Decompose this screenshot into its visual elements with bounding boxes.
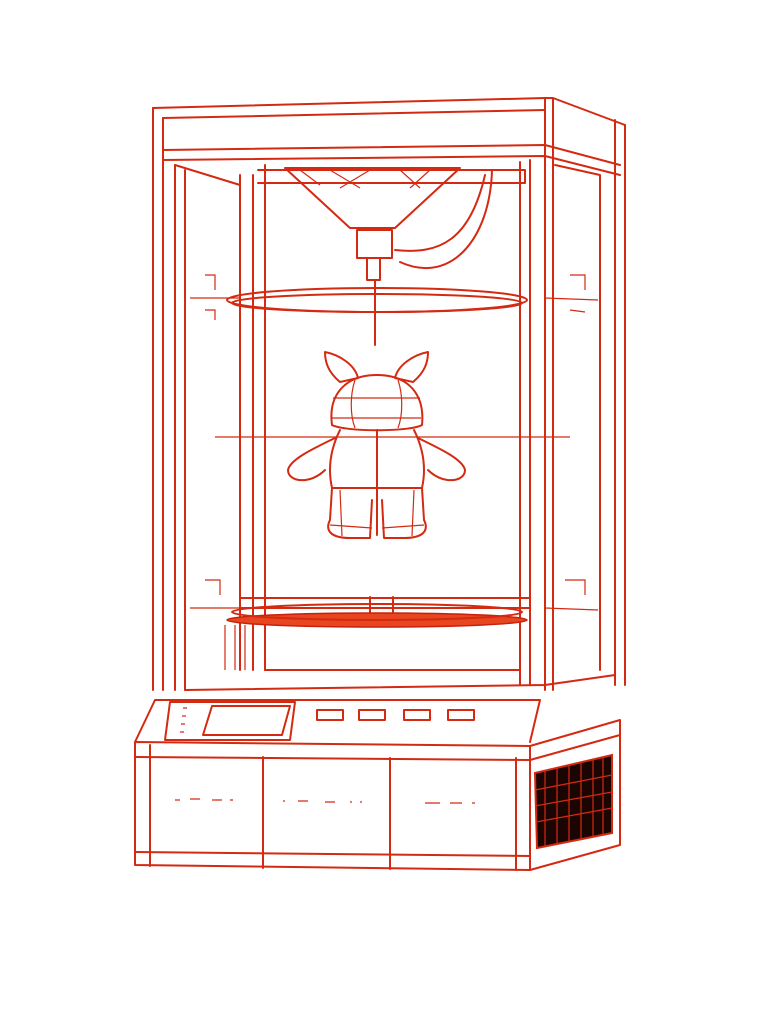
control-button <box>358 709 386 721</box>
control-button <box>447 709 475 721</box>
print-head <box>284 167 493 346</box>
vent-grille <box>533 753 613 850</box>
inner-frame <box>174 159 616 691</box>
upper-ring <box>190 274 599 320</box>
control-button <box>403 709 431 721</box>
base-cabinet <box>134 719 621 871</box>
top-frame <box>152 97 626 691</box>
control-panel <box>134 699 541 743</box>
control-button <box>316 709 344 721</box>
build-plate <box>190 579 599 670</box>
bear-figure <box>287 351 466 539</box>
